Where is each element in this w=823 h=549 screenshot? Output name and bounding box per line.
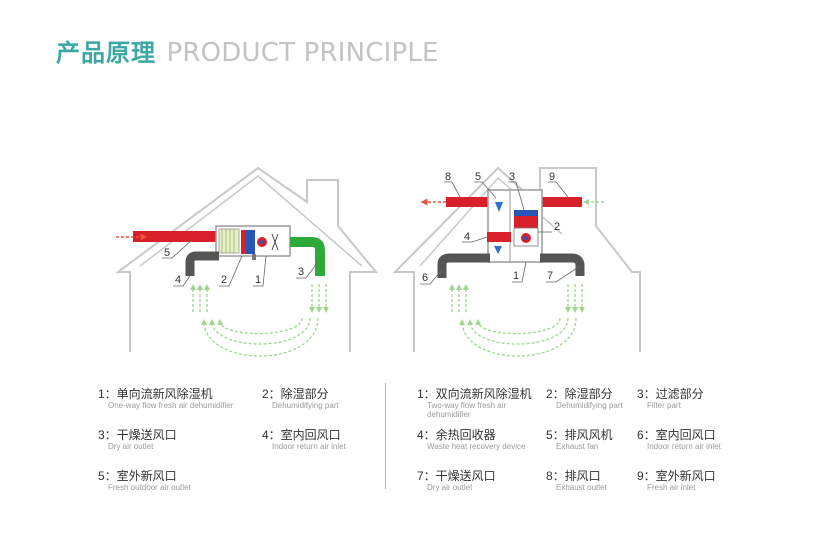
legend-left-item-4: 4：室内回风口 Indoor return air inlet [262,428,346,451]
legend-right-item-2: 2：除湿部分 Dehumidifying part [546,387,623,410]
airflow-left [190,284,329,357]
callouts-left: 5 4 2 1 3 [164,247,304,286]
legend-left-item-1: 1：单向流新风除湿机 One-way flow fresh air dehumi… [98,387,234,410]
damper-icon [271,233,279,251]
legend-divider [385,383,386,489]
supply-air-duct-right [540,253,585,276]
callout-left-1: 1 [255,274,261,286]
legend-left-item-2: 2：除湿部分 Dehumidifying part [262,387,339,410]
page-title-chinese: 产品原理 [56,39,156,67]
coil-block-right [514,216,538,228]
fresh-air-duct-right [540,197,582,207]
callout-right-9: 9 [549,171,555,183]
legend-left-item-5: 5：室外新风口 Fresh outdoor air outlet [98,469,191,492]
filter-block-right [514,210,538,216]
legend-right-item-5: 5：排风风机 Exhaust fan [546,428,613,451]
legend-right-item-4: 4：余热回收器 Waste heat recovery device [417,428,526,451]
callout-right-2: 2 [554,221,560,233]
supply-arrow-icon [494,246,502,254]
callout-right-4: 4 [464,231,470,243]
airflow-right [449,284,585,357]
exhaust-fan-icon [495,202,503,212]
page-title-english: PRODUCT PRINCIPLE [166,38,439,68]
fresh-air-duct [133,231,219,242]
legend-right-item-3: 3：过滤部分 Filter part [637,387,704,410]
callout-right-7: 7 [547,270,553,282]
supply-air-duct [290,237,325,276]
callout-lines-left [162,239,319,287]
callout-right-3: 3 [509,171,515,183]
callout-left-4: 4 [175,274,181,286]
legend-right-item-1: 1：双向流新风除湿机 Two-way flow fresh air dehumi… [417,387,532,419]
callout-right-5: 5 [475,171,481,183]
callout-right-8: 8 [445,171,451,183]
exhaust-duct [446,197,490,207]
legend-right-item-6: 6：室内回风口 Indoor return air inlet [637,428,721,451]
unit-pipe-stub [252,254,256,260]
house-left: 5 4 2 1 3 [114,166,379,357]
return-air-duct-right [437,253,490,278]
coil-hot [241,230,246,254]
callouts-right: 8 5 3 9 4 2 6 1 7 [422,171,560,284]
return-air-duct [185,251,219,276]
callout-left-3: 3 [298,266,304,278]
legend-right-item-9: 9：室外新风口 Fresh air inlet [637,469,716,492]
legend-left-item-3: 3：干燥送风口 Dry air outlet [98,428,177,451]
callout-right-6: 6 [422,272,428,284]
callout-lines-right [420,181,581,285]
callout-left-5: 5 [164,247,170,259]
legend-right-item-8: 8：排风口 Exhaust outlet [546,469,607,492]
legend-right-item-7: 7：干燥送风口 Dry air outlet [417,469,496,492]
callout-right-1: 1 [513,270,519,282]
house-right-outline [392,166,641,352]
recovery-link-duct [487,232,511,242]
house-right: 8 5 3 9 4 2 6 1 7 [392,166,641,357]
page-title: 产品原理 PRODUCT PRINCIPLE [56,40,439,66]
house-left-outline [114,166,379,352]
callout-left-2: 2 [221,274,227,286]
filter-hatch [221,229,235,253]
